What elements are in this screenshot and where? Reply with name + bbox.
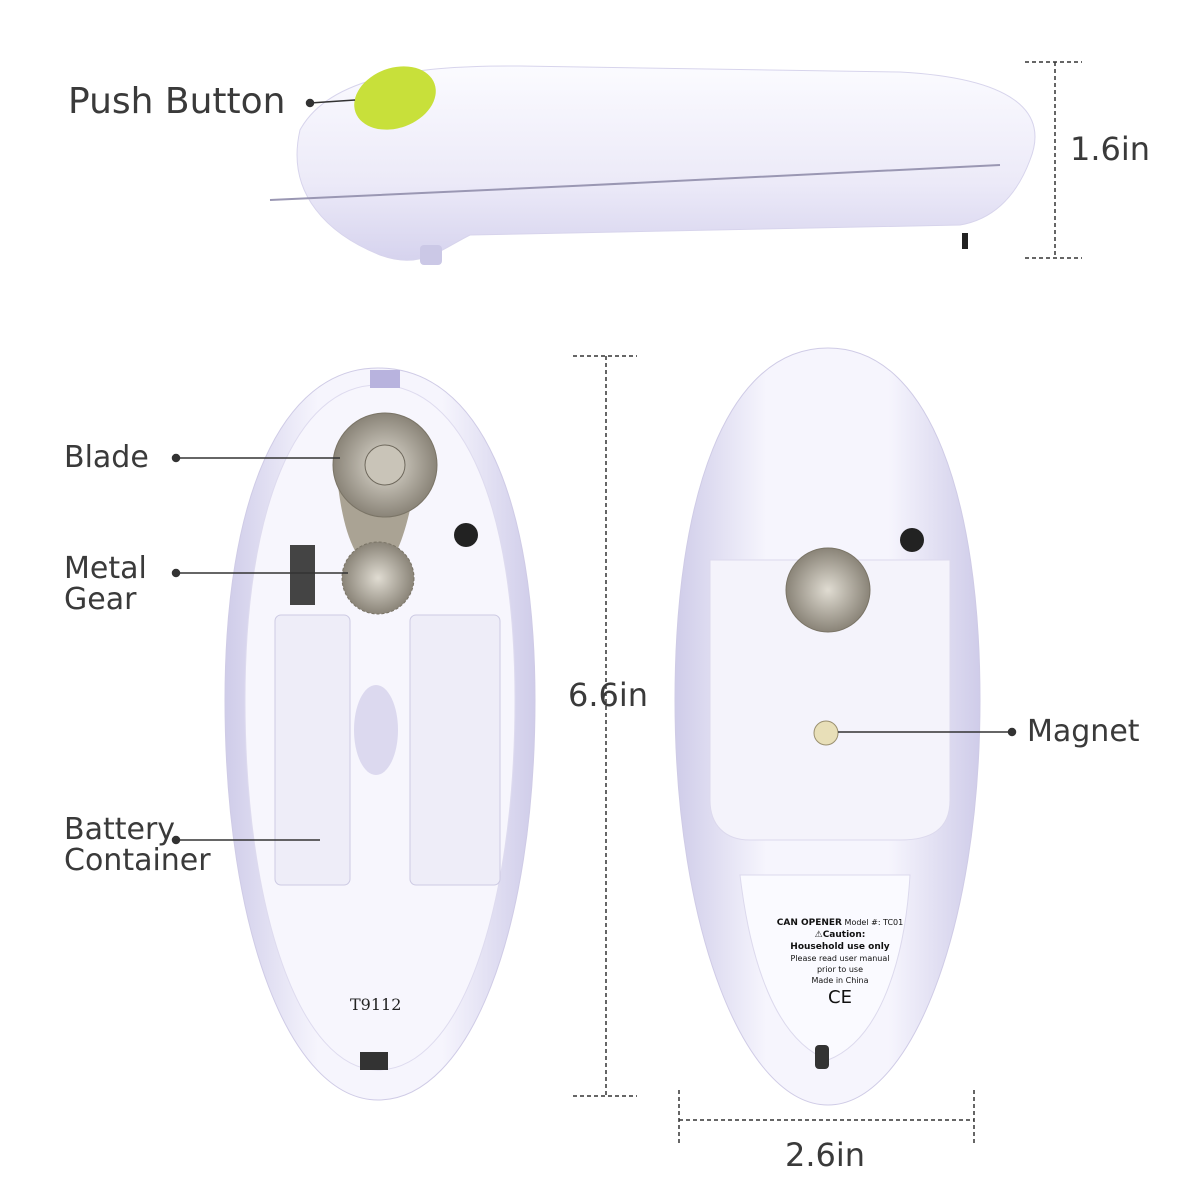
model-code: T9112 — [350, 995, 402, 1014]
plate-model: Model #: TC01 — [844, 918, 904, 927]
front-view-open — [224, 367, 536, 1101]
leader-lines — [171, 98, 1017, 845]
side-view — [269, 65, 1036, 265]
plate-origin: Made in China — [811, 976, 869, 985]
label-metal-gear-2: Gear — [64, 582, 137, 617]
label-battery-1: Battery — [64, 812, 176, 847]
push-button-graphic — [354, 66, 436, 130]
dimension-length: 6.6in — [568, 676, 649, 714]
plate-manual-1: Please read user manual — [790, 954, 890, 963]
dimension-height: 1.6in — [1070, 130, 1151, 168]
plate-title: CAN OPENER — [776, 918, 842, 928]
dimension-width: 2.6in — [785, 1136, 866, 1174]
plate-caution: ⚠Caution: — [814, 930, 866, 940]
rating-plate: CAN OPENER Model #: TC01 ⚠Caution: House… — [760, 917, 920, 1008]
back-view — [674, 347, 981, 1106]
ce-mark: CE — [828, 987, 852, 1008]
label-blade: Blade — [64, 440, 149, 475]
magnet-graphic — [813, 720, 839, 746]
label-battery-2: Container — [64, 843, 211, 878]
label-magnet: Magnet — [1027, 714, 1140, 749]
gear-graphic — [341, 541, 415, 615]
plate-household: Household use only — [790, 942, 890, 952]
dimension-lines — [573, 61, 1082, 1145]
plate-manual-2: prior to use — [816, 965, 864, 974]
label-push-button: Push Button — [68, 81, 286, 122]
label-metal-gear-1: Metal — [64, 551, 147, 586]
